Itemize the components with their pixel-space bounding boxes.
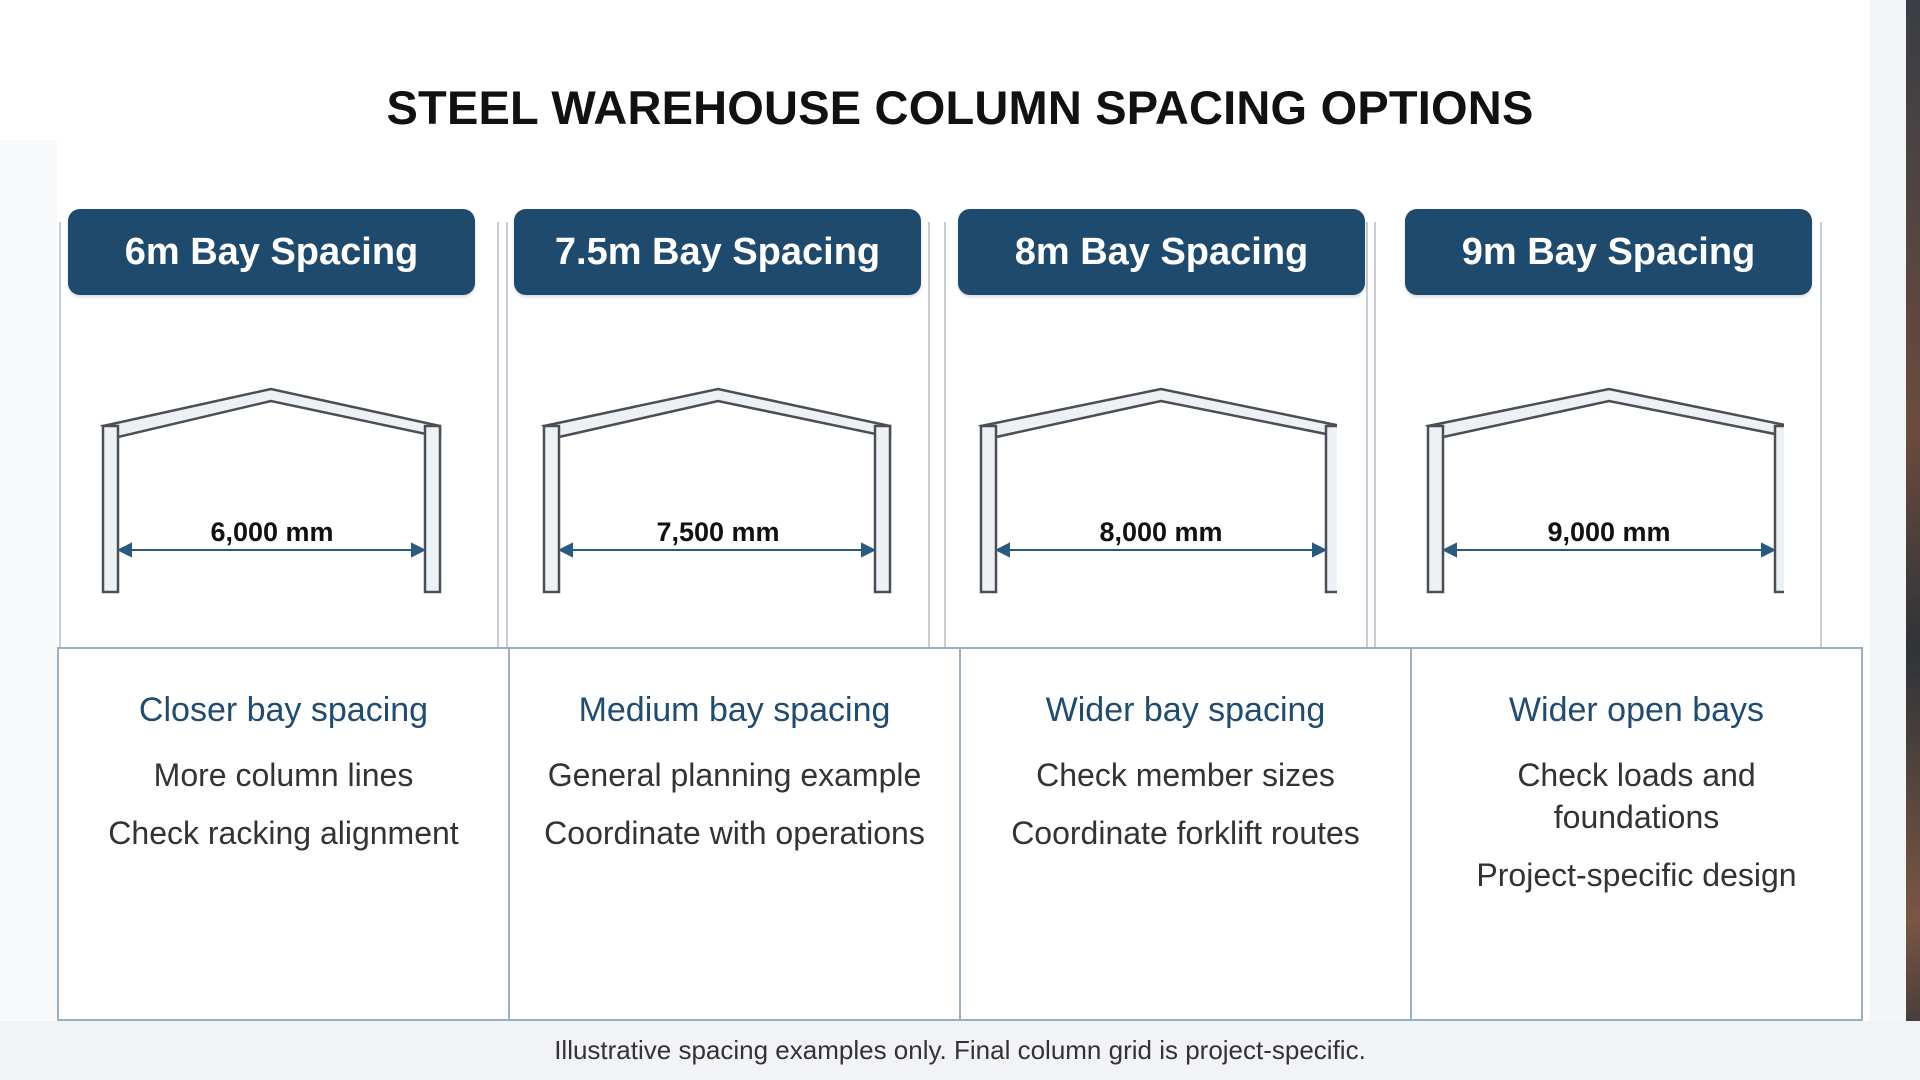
description-cell-7-5m: Medium bay spacing General planning exam…	[510, 649, 961, 1019]
tab-7-5m-bay-spacing[interactable]: 7.5m Bay Spacing	[514, 209, 921, 295]
span-label: 6,000 mm	[210, 517, 333, 547]
cell-heading: Wider bay spacing	[1045, 691, 1326, 729]
cell-heading: Medium bay spacing	[578, 691, 891, 729]
card-frame-8m	[928, 222, 1368, 648]
portal-frame-diagram-8m: 8,000 mm	[977, 387, 1337, 594]
tab-6m-bay-spacing[interactable]: 6m Bay Spacing	[68, 209, 475, 295]
cell-note: More column lines	[153, 757, 414, 793]
cell-note: Coordinate with operations	[544, 815, 925, 851]
description-cell-6m: Closer bay spacing More column lines Che…	[59, 649, 510, 1019]
portal-frame-diagram-7-5m: 7,500 mm	[541, 387, 892, 594]
tab-8m-bay-spacing[interactable]: 8m Bay Spacing	[958, 209, 1365, 295]
description-cell-9m: Wider open bays Check loads and foundati…	[1412, 649, 1861, 1019]
cell-note: Check member sizes	[1036, 757, 1335, 793]
portal-frame-diagram-6m: 6,000 mm	[100, 387, 442, 594]
dimension-arrow-icon	[557, 542, 877, 558]
cell-heading: Closer bay spacing	[138, 691, 429, 729]
dimension-arrow-icon	[1441, 542, 1777, 558]
page-title: STEEL WAREHOUSE COLUMN SPACING OPTIONS	[386, 81, 1534, 134]
portal-frame-icon	[100, 387, 442, 594]
dimension-arrow-icon	[116, 542, 427, 558]
span-label: 7,500 mm	[656, 517, 779, 547]
footer-disclaimer: Illustrative spacing examples only. Fina…	[0, 1021, 1920, 1080]
description-grid: Closer bay spacing More column lines Che…	[57, 647, 1863, 1021]
background-left	[0, 140, 57, 1020]
portal-frame-icon	[977, 387, 1337, 594]
tab-9m-bay-spacing[interactable]: 9m Bay Spacing	[1405, 209, 1812, 295]
span-label: 8,000 mm	[1099, 517, 1222, 547]
photo-edge-strip	[1906, 0, 1920, 1080]
cell-note: Check loads and foundations	[1517, 757, 1756, 835]
cell-note: Project-specific design	[1476, 857, 1797, 893]
portal-frame-icon	[1424, 387, 1784, 594]
portal-frame-icon	[541, 387, 892, 594]
cell-note: Check racking alignment	[108, 815, 459, 851]
cell-note: Coordinate forklift routes	[1011, 815, 1360, 851]
cell-heading: Wider open bays	[1508, 691, 1765, 729]
card-frame-9m	[1374, 222, 1822, 648]
dimension-arrow-icon	[994, 542, 1328, 558]
cell-note: General planning example	[547, 757, 922, 793]
span-label: 9,000 mm	[1547, 517, 1670, 547]
card-frame-6m	[59, 222, 499, 648]
card-frame-7-5m	[506, 222, 946, 648]
description-cell-8m: Wider bay spacing Check member sizes Coo…	[961, 649, 1412, 1019]
portal-frame-diagram-9m: 9,000 mm	[1424, 387, 1784, 594]
